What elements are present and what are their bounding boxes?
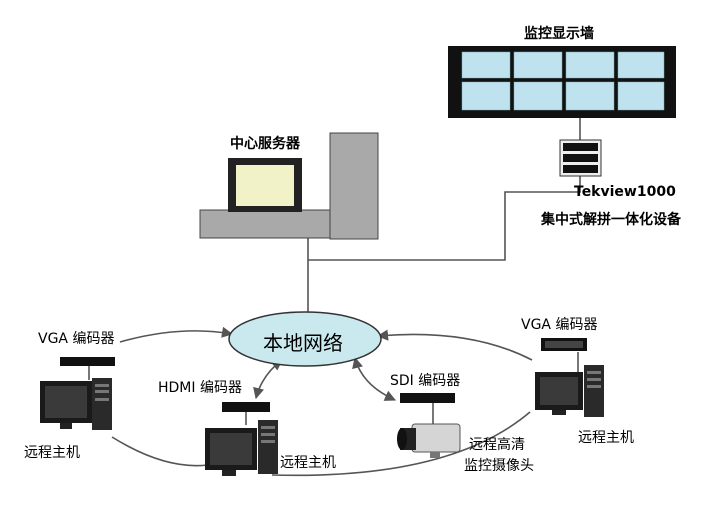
remote-host-left <box>40 357 115 430</box>
tekview-model-label: Tekview1000 <box>574 184 676 200</box>
hd-camera <box>397 423 461 458</box>
arrow-hdmi <box>253 359 283 400</box>
tekview-desc-label: 集中式解拼一体化设备 <box>541 212 681 228</box>
arrow-left-vga <box>119 326 234 343</box>
hdmi-encoder-label: HDMI 编码器 <box>158 380 242 396</box>
camera-label-line1: 远程高清 <box>469 437 525 453</box>
arrow-sdi <box>352 356 397 401</box>
remote-host-left-label: 远程主机 <box>24 445 80 461</box>
remote-host-right <box>535 338 604 417</box>
vga-encoder-right-label: VGA 编码器 <box>521 317 598 333</box>
tekview-device <box>559 139 602 177</box>
vga-encoder-left-label: VGA 编码器 <box>38 331 115 347</box>
local-network-ellipse <box>228 311 382 367</box>
camera-label-line2: 监控摄像头 <box>464 458 534 474</box>
arrow-right-vga <box>376 329 533 361</box>
sdi-encoder-label: SDI 编码器 <box>390 373 461 389</box>
center-server <box>199 132 379 240</box>
line-left-host-to-middle-host <box>111 436 209 467</box>
sdi-encoder-device <box>400 393 455 403</box>
remote-host-right-label: 远程主机 <box>578 430 634 446</box>
monitor-wall <box>448 46 676 118</box>
local-network-label: 本地网络 <box>263 331 343 355</box>
remote-host-middle-label: 远程主机 <box>280 455 336 471</box>
line-tekview-to-network <box>308 176 581 261</box>
remote-host-middle <box>205 402 278 476</box>
center-server-label: 中心服务器 <box>230 136 300 152</box>
connection-lines <box>88 118 581 477</box>
line-middle-host-to-right-host <box>271 411 531 477</box>
monitor-wall-label: 监控显示墙 <box>524 26 594 42</box>
